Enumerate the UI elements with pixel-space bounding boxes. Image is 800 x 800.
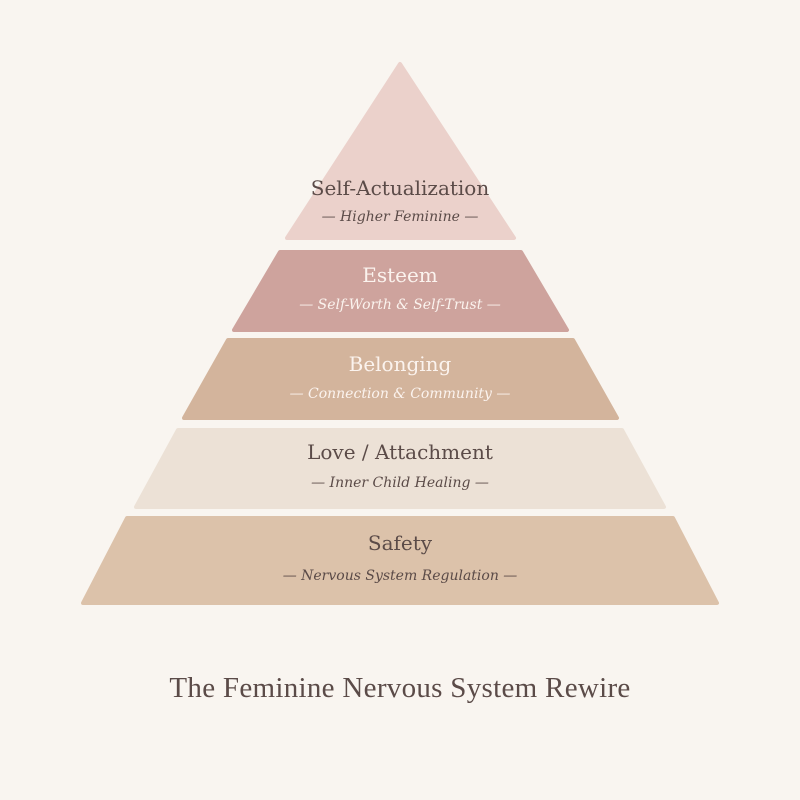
tier-title: Love / Attachment bbox=[307, 440, 493, 464]
tier-subtitle: — Inner Child Healing — bbox=[311, 475, 489, 491]
tier-esteem bbox=[232, 250, 569, 332]
tier-title: Esteem bbox=[362, 263, 438, 287]
tier-love-attachment bbox=[134, 428, 666, 509]
tier-safety bbox=[81, 516, 719, 605]
tier-subtitle: — Higher Feminine — bbox=[322, 209, 479, 225]
tier-subtitle: — Self-Worth & Self-Trust — bbox=[299, 297, 501, 313]
tier-belonging bbox=[182, 338, 619, 420]
tier-title: Self-Actualization bbox=[311, 176, 490, 200]
tier-subtitle: — Connection & Community — bbox=[290, 386, 511, 402]
diagram-caption: The Feminine Nervous System Rewire bbox=[169, 672, 631, 704]
tier-title: Belonging bbox=[349, 352, 452, 376]
tier-title: Safety bbox=[368, 531, 433, 555]
tier-self-actualization bbox=[285, 62, 516, 240]
tier-subtitle: — Nervous System Regulation — bbox=[283, 568, 518, 584]
